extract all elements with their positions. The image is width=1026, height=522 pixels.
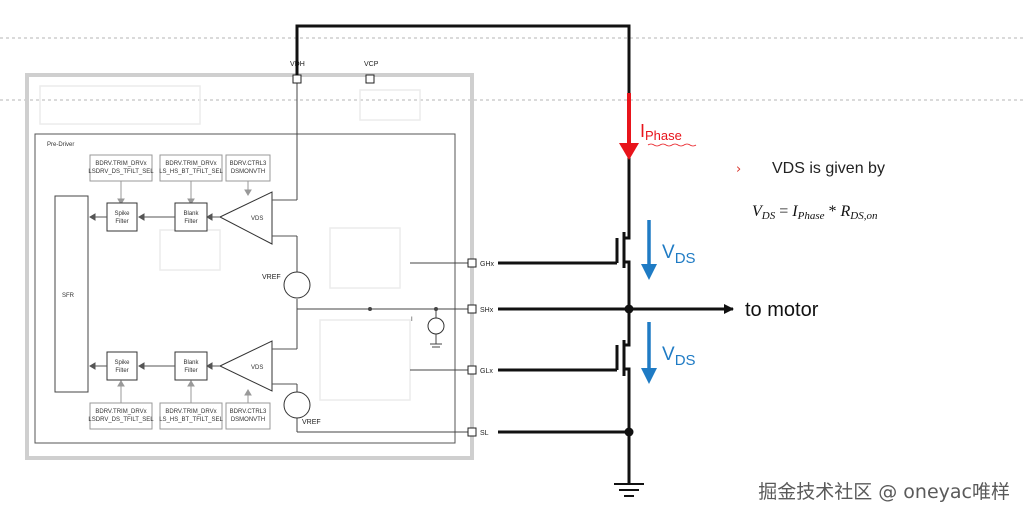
svg-text:BDRV.TRIM_DRVx: BDRV.TRIM_DRVx: [165, 409, 216, 415]
pin-shx: SHx: [467, 304, 494, 314]
svg-text:BDRV.TRIM_DRVx: BDRV.TRIM_DRVx: [95, 409, 146, 415]
spike-filter-top-label-2: Filter: [115, 219, 128, 225]
svg-text:DSMONVTH: DSMONVTH: [231, 169, 265, 175]
vds-arrow-top: [641, 220, 657, 280]
spike-filter-bottom-label-1: Spike: [114, 360, 130, 366]
spike-filter-bottom: [106, 351, 138, 381]
predriver-box: [34, 133, 456, 444]
svg-text:LSDRV_DS_TFILT_SEL: LSDRV_DS_TFILT_SEL: [88, 417, 154, 423]
internal-junction-2: [434, 307, 438, 311]
high-side-mosfet: [615, 232, 631, 290]
vds-given-text: VDS is given by: [772, 160, 885, 177]
vds-label-top: VDS: [662, 242, 696, 267]
bottom-signal-path: [89, 348, 297, 385]
vds-comparator-bottom-label: VDS: [251, 365, 263, 371]
bottom-config-arrows: [117, 380, 252, 403]
sfr-label: SFR: [62, 293, 75, 299]
predriver-title: Pre-Driver: [47, 142, 74, 148]
svg-text:BDRV.TRIM_DRVx: BDRV.TRIM_DRVx: [165, 161, 216, 167]
svg-text:LS_HS_BT_TFILT_SEL: LS_HS_BT_TFILT_SEL: [159, 417, 223, 423]
watermark: 掘金技术社区 @ oneyac唯样: [758, 481, 1010, 503]
svg-text:DSMONVTH: DSMONVTH: [231, 417, 265, 423]
blank-filter-top-label-2: Filter: [184, 219, 197, 225]
ground-symbol: [614, 483, 644, 497]
svg-text:LS_HS_BT_TFILT_SEL: LS_HS_BT_TFILT_SEL: [159, 169, 223, 175]
vds-comparator-bottom: [218, 340, 273, 392]
top-config-boxes: BDRV.TRIM_DRVx LSDRV_DS_TFILT_SEL BDRV.T…: [88, 154, 271, 182]
spike-filter-bottom-label-2: Filter: [115, 368, 128, 374]
phase-node: [624, 304, 634, 314]
pin-sl: SL: [467, 427, 489, 437]
internal-wiring: [296, 82, 468, 433]
svg-text:BDRV.TRIM_DRVx: BDRV.TRIM_DRVx: [95, 161, 146, 167]
low-side-mosfet: [615, 340, 631, 388]
spike-filter-top-label-1: Spike: [114, 211, 130, 217]
vds-comparator-top-label: VDS: [251, 216, 263, 222]
pin-vcp: VCP: [364, 61, 379, 84]
to-motor-label: to motor: [745, 299, 819, 321]
blank-filter-bottom: [174, 351, 208, 381]
pin-glx: GLx: [467, 365, 493, 375]
svg-text:LSDRV_DS_TFILT_SEL: LSDRV_DS_TFILT_SEL: [88, 169, 154, 175]
top-signal-path: [89, 199, 297, 237]
external-wiring: [295, 24, 631, 484]
vds-comparator-top: [218, 191, 273, 245]
svg-text:BDRV.CTRL3: BDRV.CTRL3: [230, 161, 267, 167]
top-config-arrows: [117, 181, 252, 205]
internal-junction-1: [368, 307, 372, 311]
bottom-config-boxes: BDRV.TRIM_DRVx LSDRV_DS_TFILT_SEL BDRV.T…: [88, 402, 271, 430]
source-node: [624, 427, 634, 437]
spike-filter-top: [106, 202, 138, 232]
current-sense-label: I: [411, 317, 413, 323]
vds-arrow-bottom: [641, 322, 657, 384]
vref-label-top: VREF: [262, 274, 281, 281]
sfr-block: [54, 195, 89, 393]
svg-text:SHx: SHx: [480, 307, 494, 314]
faded-background-blocks: [39, 85, 421, 401]
current-sense-source: [427, 317, 445, 335]
svg-text:GHx: GHx: [480, 261, 495, 268]
vref-source-top: [283, 271, 311, 299]
svg-text:SL: SL: [480, 430, 489, 437]
i-phase-arrow: [619, 93, 639, 160]
pin-ghx: GHx: [467, 258, 495, 268]
svg-text:GLx: GLx: [480, 368, 493, 375]
blank-filter-top-label-1: Blank: [183, 211, 199, 217]
vds-label-bottom: VDS: [662, 344, 696, 369]
svg-text:VCP: VCP: [364, 61, 379, 68]
bullet-icon: ›: [736, 162, 741, 177]
vds-formula: VDS = IPhase * RDS,on: [752, 203, 878, 222]
blank-filter-bottom-label-1: Blank: [183, 360, 199, 366]
vref-source-bottom: [283, 391, 311, 419]
i-phase-label: IPhase: [640, 121, 682, 143]
blank-filter-top: [174, 202, 208, 232]
vref-label-bottom: VREF: [302, 419, 321, 426]
svg-text:BDRV.CTRL3: BDRV.CTRL3: [230, 409, 267, 415]
blank-filter-bottom-label-2: Filter: [184, 368, 197, 374]
i-phase-underline: [647, 143, 697, 147]
